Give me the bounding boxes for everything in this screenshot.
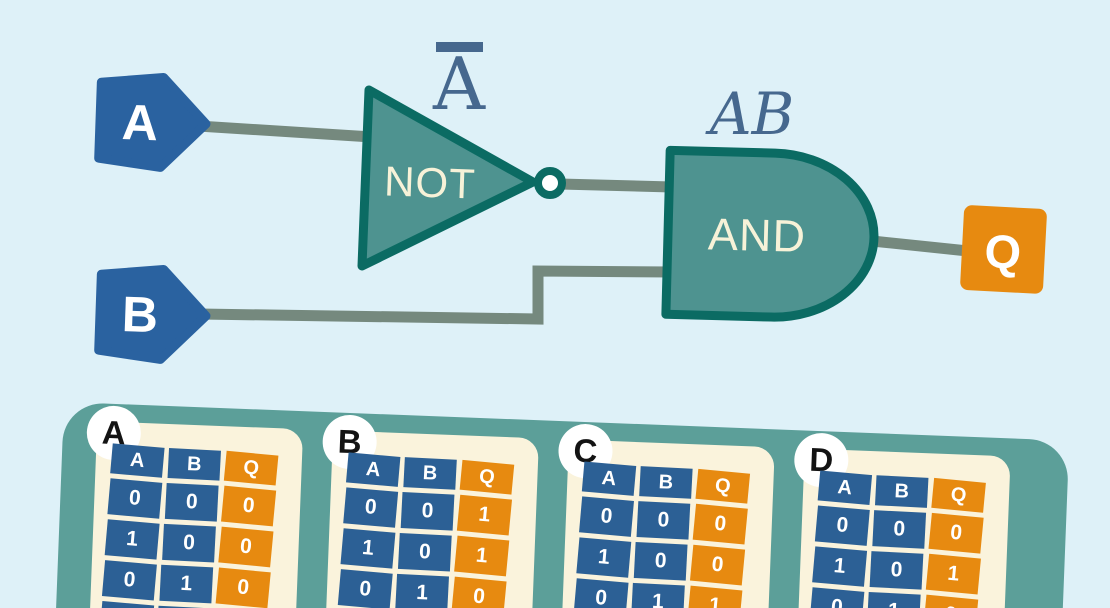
truth-table-a: A B Q 0 0 0 1 0 0 0 1 0 [99,443,279,608]
truth-table-cell: 1 [104,519,160,560]
truth-table-cell: 0 [579,496,634,537]
truth-table-cell: 1 [925,553,981,595]
truth-table-header: A [110,443,165,478]
truth-table-cell [99,601,155,608]
circuit-diagram: A B NOT A AND AB Q [94,42,1047,364]
truth-table-cell: 1 [454,535,510,577]
wire-not-to-and [559,178,673,193]
truth-table-cell: 1 [631,582,685,608]
input-a-tag: A [94,72,211,172]
truth-table-cell: 1 [456,494,513,536]
truth-table-cell: 0 [397,532,452,572]
truth-table-cell: 0 [162,523,216,563]
input-b-tag-shape [94,264,211,364]
truth-table-c: A B Q 0 0 0 1 0 0 0 1 1 [571,461,751,608]
input-a-tag-shape [94,72,211,172]
truth-table-cell: 0 [107,478,163,519]
input-b-label: B [121,286,159,343]
truth-table-cell: 0 [343,487,399,528]
truth-table-header: Q [931,477,986,513]
truth-table-header: Q [223,450,279,486]
and-gate: AND [661,145,879,322]
truth-table-header: B [403,457,457,490]
wire-and-to-q [871,235,969,257]
truth-table-cell: 1 [576,537,632,578]
truth-table-cell: 0 [928,512,984,554]
truth-table-cell: 1 [340,528,396,569]
not-gate: NOT [357,85,566,271]
truth-table-cell: 0 [689,544,746,586]
and-output-expression-text: AB [705,80,795,148]
answer-option-c[interactable]: C A B Q 0 0 0 1 0 0 0 1 1 [557,423,775,608]
not-gate-label: NOT [383,157,476,207]
truth-table-cell: 0 [215,567,271,608]
truth-table-b: A B Q 0 0 1 1 0 1 0 1 0 [335,452,515,608]
truth-table-cell: 0 [923,594,979,608]
overline-bar [436,42,483,52]
not-output-expression-text: A [432,42,486,126]
truth-table-cell: 1 [159,564,214,604]
truth-table-header: B [875,475,929,508]
truth-table-cell: 0 [164,482,219,522]
truth-table-header: B [167,448,221,481]
truth-table-cell: 0 [814,505,870,546]
output-q-label: Q [983,224,1022,279]
truth-table-cell: 1 [866,591,921,608]
input-b-tag: B [94,264,211,364]
truth-table-cell: 0 [400,492,455,531]
truth-table-cell: 0 [573,578,629,608]
truth-table-d: A B Q 0 0 0 1 0 1 0 1 0 [807,470,986,608]
truth-table-cell: 0 [869,551,924,590]
and-gate-shape [661,145,879,322]
truth-table-cell: 0 [218,526,274,568]
truth-table-header: Q [459,459,515,495]
input-a-label: A [121,94,159,151]
truth-table-cell: 0 [337,569,393,608]
truth-table-cell: 0 [809,587,865,608]
answer-option-d[interactable]: D A B Q 0 0 0 1 0 1 0 1 0 [793,432,1011,608]
truth-table-header: A [817,470,873,505]
answer-option-b[interactable]: B A B Q 0 0 1 1 0 1 0 1 0 [321,413,539,608]
truth-table-header: Q [695,468,751,504]
truth-table-cell: 0 [633,542,688,581]
truth-table-header: B [639,466,693,499]
output-q-shape [960,205,1047,294]
truth-table-cell: 0 [636,501,691,540]
truth-table-cell: 1 [812,546,868,587]
output-q-tag: Q [960,205,1047,294]
truth-table-cell: 0 [692,503,748,545]
truth-table-cell: 0 [101,560,157,601]
wire-b-to-and [199,265,673,325]
answer-options-band: A A B Q 0 0 0 1 0 0 0 1 0 B A [51,402,1070,608]
truth-table-header: A [345,452,401,487]
truth-table-cell: 0 [221,485,277,527]
answer-option-a[interactable]: A A B Q 0 0 0 1 0 0 0 1 0 [85,404,304,608]
and-gate-label: AND [707,208,806,262]
wire-a-to-not [197,120,373,143]
not-gate-inversion-bubble [534,167,566,199]
truth-table-cell: 0 [872,510,927,549]
not-output-expression: A [432,42,486,126]
truth-table-header: A [581,461,637,496]
truth-table-cell: 0 [451,576,507,608]
truth-table-cell: 1 [687,585,743,608]
not-gate-triangle [357,85,538,271]
truth-table-cell: 1 [395,573,450,608]
